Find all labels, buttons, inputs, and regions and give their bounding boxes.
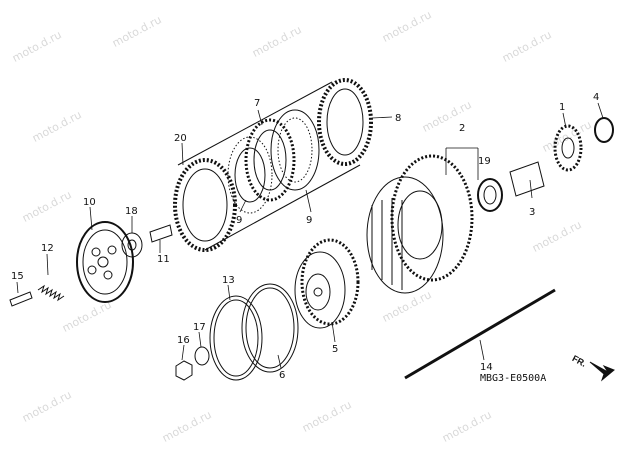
callout-19: 19	[478, 156, 491, 167]
callout-13: 13	[222, 275, 235, 286]
spring	[37, 284, 65, 302]
front-arrow-icon	[589, 361, 615, 382]
callout-11: 11	[157, 254, 170, 265]
pressure-plate	[76, 221, 134, 303]
bolt	[9, 291, 33, 307]
callout-15: 15	[11, 271, 24, 282]
callout-9a: 9	[236, 215, 242, 226]
clutch-center	[294, 238, 360, 329]
callout-6: 6	[279, 370, 285, 381]
clutch-outer	[366, 154, 474, 294]
callout-16: 16	[177, 335, 190, 346]
callout-7: 7	[254, 98, 260, 109]
callout-2: 2	[459, 123, 465, 134]
callout-9b: 9	[306, 215, 312, 226]
callout-17: 17	[193, 322, 206, 333]
lifter-piece	[149, 224, 173, 243]
lock-nut	[175, 360, 193, 381]
clutch-plate-stack	[173, 78, 373, 252]
callout-3: 3	[529, 207, 535, 218]
callouts: 1 2 3 4 5 6 7 8 9 9 10 11 12 13 14 15 16…	[11, 92, 599, 381]
spring-seat	[241, 283, 299, 373]
drive-sprocket	[553, 124, 583, 172]
lifter-rod	[404, 288, 556, 380]
needle-bearing	[477, 178, 503, 212]
thrust-washer	[594, 117, 614, 143]
callout-1: 1	[559, 102, 565, 113]
judder-spring	[209, 295, 263, 381]
diagram-code: MBG3-E0500A	[480, 373, 547, 384]
callout-18: 18	[125, 206, 138, 217]
callout-5: 5	[332, 344, 338, 355]
callout-4: 4	[593, 92, 599, 103]
callout-8: 8	[395, 113, 401, 124]
callout-14: 14	[480, 362, 493, 373]
washer	[194, 346, 210, 366]
callout-10: 10	[83, 197, 96, 208]
callout-20: 20	[174, 133, 187, 144]
collar	[509, 161, 545, 197]
callout-12: 12	[41, 243, 54, 254]
